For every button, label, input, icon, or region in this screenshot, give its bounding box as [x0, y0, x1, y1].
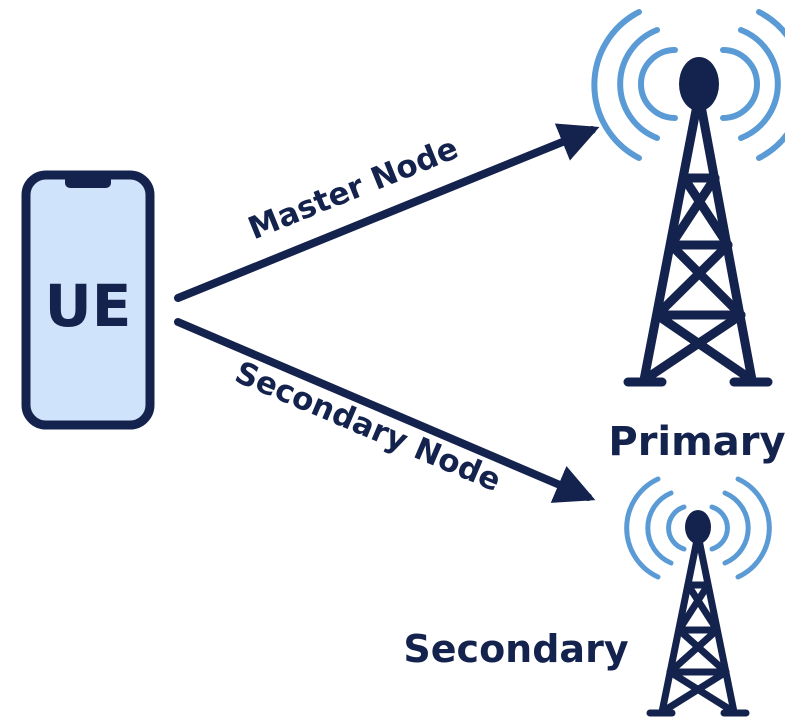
secondary-tower: Secondary — [403, 476, 772, 717]
ue-phone: UE — [21, 170, 155, 430]
secondary-node-label: Secondary Node — [230, 355, 506, 499]
antenna-head — [679, 57, 719, 111]
secondary-arrow — [174, 318, 596, 503]
tower-icon — [623, 90, 773, 387]
phone-notch — [65, 174, 111, 188]
primary-tower: Primary — [591, 9, 785, 465]
secondary-label: Secondary — [403, 627, 628, 671]
secondary-link: Secondary Node — [174, 318, 596, 503]
ue-label: UE — [45, 272, 132, 340]
antenna-head — [685, 510, 711, 544]
primary-label: Primary — [608, 419, 785, 465]
signal-waves-icon — [624, 476, 772, 580]
signal-waves-icon — [591, 9, 785, 161]
tower-icon — [646, 531, 750, 717]
master-link: Master Node — [174, 123, 600, 302]
master-arrow — [174, 123, 600, 302]
